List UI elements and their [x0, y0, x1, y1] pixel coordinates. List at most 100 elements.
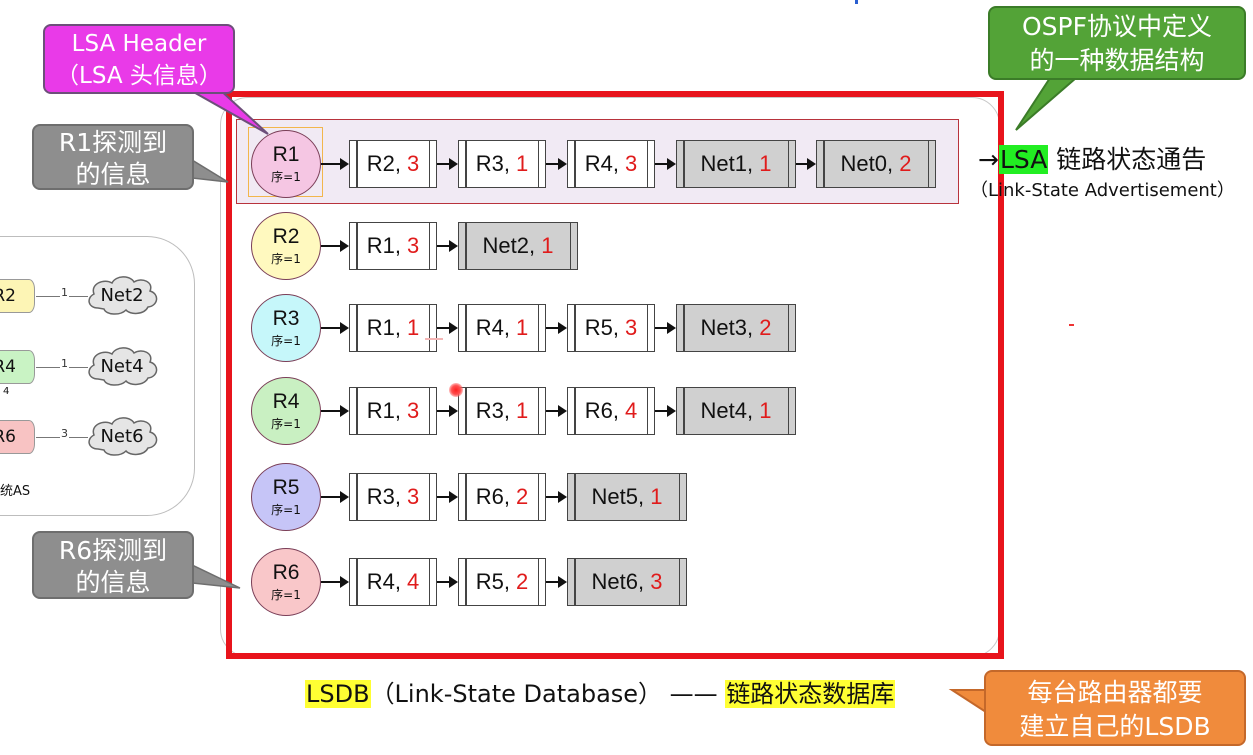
link-arrow: [321, 158, 349, 170]
link-entry-net3: Net3, 2: [676, 304, 796, 352]
r6-pointer: [191, 563, 241, 589]
link-entry-net1: Net1, 1: [676, 140, 796, 188]
callout-line: 每台路由器都要: [1027, 678, 1203, 707]
faint-mark: [425, 338, 443, 340]
link-cost: 3: [407, 484, 420, 509]
link-cost: 1: [516, 315, 529, 340]
link-arrow: [546, 405, 567, 417]
link-target: R4: [475, 315, 504, 340]
link-entry-net0: Net0, 2: [816, 140, 936, 188]
bg-router-r4: R4: [0, 350, 35, 384]
cloud-net2: Net2: [84, 272, 160, 318]
link-arrow: [655, 405, 676, 417]
link-cost: 4: [625, 398, 638, 423]
lsa-label: →LSA 链路状态通告: [978, 140, 1206, 176]
callout-line: （LSA 头信息）: [56, 63, 222, 89]
ospf-pointer: [1015, 77, 1079, 131]
link-target: R4: [584, 151, 613, 176]
lsdb-dash: ——: [662, 680, 726, 708]
link-target: R3: [475, 151, 504, 176]
link-cost: 1: [541, 233, 554, 258]
link-entry-r6: R6, 2: [458, 473, 546, 521]
link-target: Net1: [700, 151, 747, 176]
link-target: R1: [366, 233, 395, 258]
stray-mark: [855, 0, 858, 4]
lsdb-red-frame: [226, 91, 1004, 659]
link-entry-r2: R2, 3: [349, 140, 437, 188]
lsdb-full-name: （Link-State Database）: [370, 680, 663, 708]
link-target: R5: [584, 315, 613, 340]
router-name: R6: [272, 560, 300, 584]
link-entry-r5: R5, 2: [458, 558, 546, 606]
link-entry-r3: R3, 3: [349, 473, 437, 521]
link-cost: 1: [516, 398, 529, 423]
link-target: Net0: [840, 151, 887, 176]
link-target: R1: [366, 398, 395, 423]
link-cost: 4: [407, 569, 420, 594]
router-name: R5: [272, 475, 300, 499]
lsdb-label: LSDB（Link-State Database） —— 链路状态数据库: [305, 674, 896, 709]
callout-line: OSPF协议中定义: [1021, 12, 1212, 41]
link-arrow: [437, 491, 458, 503]
callout-line: 建立自己的LSDB: [1019, 712, 1211, 741]
net2-label: Net2: [100, 284, 144, 306]
cloud-net6: Net6: [84, 413, 160, 459]
link-arrow: [437, 322, 458, 334]
link-arrow: [437, 405, 458, 417]
link-entry-r4: R4, 4: [349, 558, 437, 606]
link-arrow: [321, 576, 349, 588]
link-entry-r1: R1, 1: [349, 304, 437, 352]
cloud-net4: Net4: [84, 343, 160, 389]
as-label: 统AS: [0, 484, 31, 499]
link-entry-r5: R5, 3: [567, 304, 655, 352]
link-arrow: [796, 158, 816, 170]
link-target: R2: [366, 151, 395, 176]
link-entry-r4: R4, 3: [567, 140, 655, 188]
link-cost: 1: [759, 398, 772, 423]
link-arrow: [321, 322, 349, 334]
sequence-number: 序=1: [271, 251, 301, 266]
link-target: Net5: [591, 484, 638, 509]
link-cost: 1: [650, 484, 663, 509]
link-entry-net6: Net6, 3: [567, 558, 687, 606]
link-target: R6: [475, 484, 504, 509]
router-name: R1: [272, 142, 300, 166]
router-name: R3: [272, 306, 300, 330]
link-cost: 1: [407, 315, 420, 340]
link-cost: 2: [516, 484, 529, 509]
link-entry-net4: Net4, 1: [676, 387, 796, 435]
link-arrow: [321, 240, 349, 252]
net4-label: Net4: [100, 355, 144, 377]
link-entry-r4: R4, 1: [458, 304, 546, 352]
callout-line: 的信息: [75, 568, 151, 597]
link-target: Net3: [700, 315, 747, 340]
link-arrow: [546, 491, 567, 503]
link-target: R4: [366, 569, 395, 594]
link-entry-r3: R3, 1: [458, 140, 546, 188]
link-entry-net2: Net2, 1: [458, 222, 578, 270]
link-entry-r6: R6, 4: [567, 387, 655, 435]
link-cost: 3: [407, 233, 420, 258]
link-arrow: [437, 576, 458, 588]
link-arrow: [437, 158, 458, 170]
link-cost: 1: [759, 151, 772, 176]
sequence-number: 序=1: [271, 416, 301, 431]
r1-probe-callout: R1探测到 的信息: [32, 124, 194, 190]
lsa-abbr: LSA: [998, 145, 1049, 174]
link-arrow: [437, 240, 458, 252]
link-target: R3: [475, 398, 504, 423]
bg-vertical-cost: 4: [3, 386, 10, 397]
link-entry-r1: R1, 3: [349, 387, 437, 435]
bg-router-r2: R2: [0, 279, 35, 313]
link-arrow: [655, 322, 676, 334]
bg-router-r6: R6: [0, 420, 35, 454]
link-arrow: [546, 576, 567, 588]
callout-line: 的信息: [75, 160, 151, 189]
link-entry-net5: Net5, 1: [567, 473, 687, 521]
